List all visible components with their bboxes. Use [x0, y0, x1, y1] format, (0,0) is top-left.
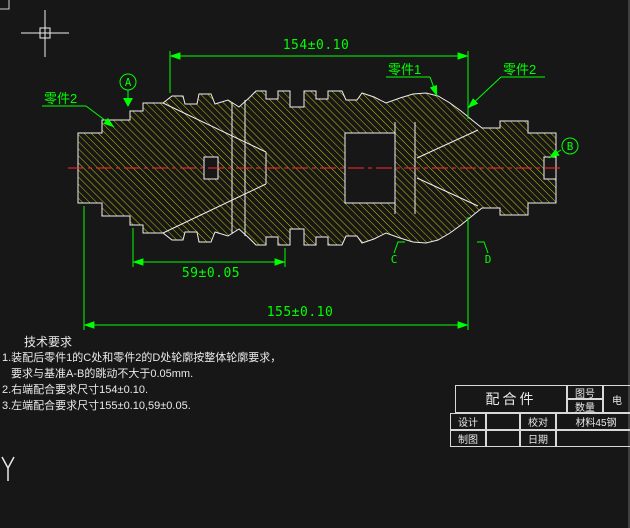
- part2-right-label-text: 零件2: [503, 62, 536, 77]
- mark-d: D: [477, 241, 492, 266]
- tech-req-line-1b: 要求与基准A-B的跳动不大于0.05mm.: [11, 368, 194, 380]
- title-block-design-value: [486, 413, 520, 430]
- datum-b: B: [548, 137, 579, 159]
- tech-req-line-3: 3.左端配合要求尺寸155±0.10,59±0.05.: [2, 400, 191, 412]
- assembly-section-hatched: [77, 90, 557, 246]
- dim-155-text: 155±0.10: [267, 305, 334, 320]
- mark-c-text: C: [391, 253, 398, 266]
- label-part2-right: 零件2: [467, 62, 545, 109]
- datum-a-text: A: [125, 76, 132, 89]
- title-block-check-label: 校对: [520, 413, 556, 430]
- title-block-drawing-no-label: 图号: [567, 385, 603, 400]
- title-block-quantity-label: 数量: [567, 399, 603, 414]
- datum-a-triangle: [123, 98, 133, 107]
- dim-154-text: 154±0.10: [283, 38, 350, 53]
- dimension-59: 59±0.05: [132, 228, 286, 281]
- title-block-draft-value: [486, 430, 520, 447]
- title-block-draft-label: 制图: [450, 430, 486, 447]
- tech-req-title: 技术要求: [24, 335, 73, 349]
- tech-req-line-2: 2.右端配合要求尺寸154±0.10.: [2, 384, 149, 396]
- title-block-date-label: 日期: [520, 430, 556, 447]
- window-corner-artifact: [0, 0, 10, 10]
- dim-59-text: 59±0.05: [182, 266, 240, 281]
- title-block-drawing-no-value: 电: [603, 385, 630, 413]
- datum-a: A: [119, 73, 137, 107]
- crosshair-cursor-icon: [21, 10, 69, 57]
- dimension-155: 155±0.10: [83, 206, 469, 330]
- mark-d-text: D: [485, 253, 492, 266]
- part1-label-text: 零件1: [388, 62, 421, 77]
- label-part2-left: 零件2: [42, 91, 115, 128]
- title-block-date-value: [556, 430, 630, 447]
- title-block-design-label: 设计: [450, 413, 486, 430]
- tech-req-line-1: 1.装配后零件1的C处和零件2的D处轮廓按整体轮廓要求，: [2, 352, 282, 364]
- part2-left-label-text: 零件2: [44, 91, 77, 106]
- title-block-part-name: 配合件: [455, 385, 567, 413]
- datum-b-text: B: [567, 140, 574, 153]
- title-block-material-label: 材料45钢: [556, 413, 630, 430]
- mark-c: C: [391, 241, 405, 266]
- label-part1: 零件1: [386, 62, 438, 97]
- technical-requirements: 技术要求 1.装配后零件1的C处和零件2的D处轮廓按整体轮廓要求， 要求与基准A…: [2, 334, 347, 414]
- ucs-y-axis-icon: [1, 456, 15, 481]
- title-block: 配合件 图号 数量 电 设计 校对 材料45钢 制图 日期: [450, 385, 630, 448]
